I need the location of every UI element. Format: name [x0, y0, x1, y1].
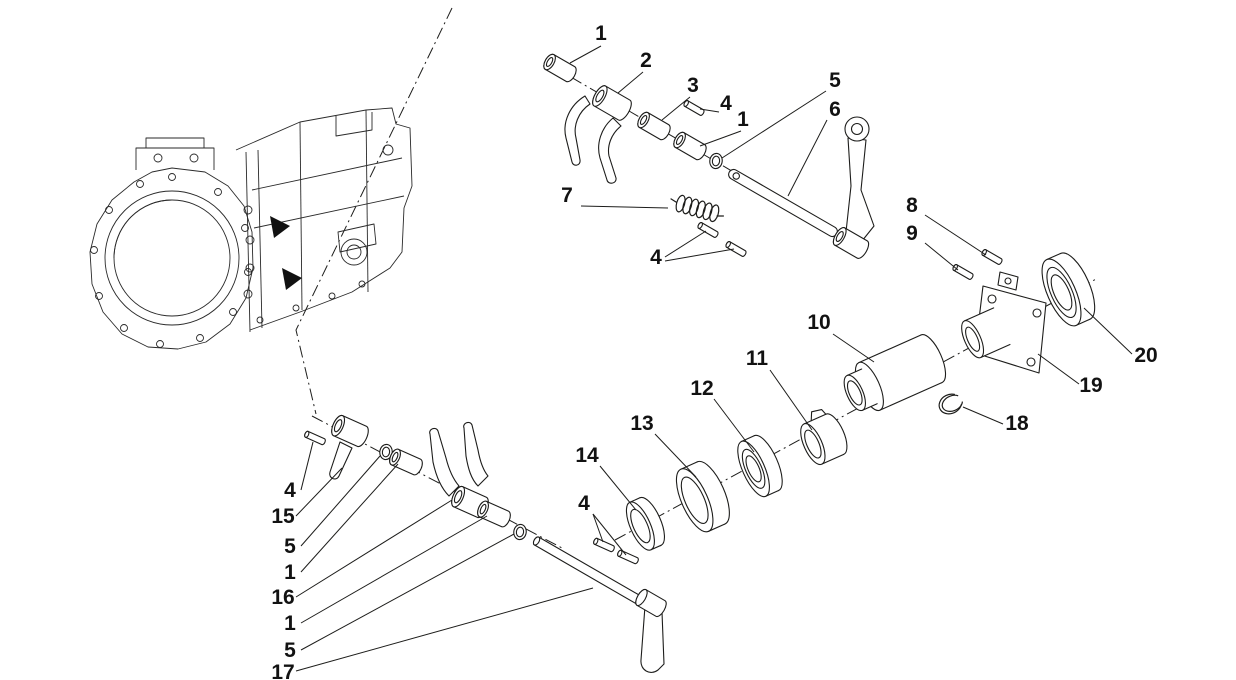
part-7-spring: [670, 194, 724, 223]
callout-part-15: 15: [271, 505, 295, 528]
part-1-bushing-top: [540, 51, 580, 85]
callout-part-9: 9: [906, 222, 918, 245]
callout-part-4-lower: 4: [284, 479, 296, 502]
callout-part-16: 16: [271, 586, 294, 609]
callout-part-5-lower-a: 5: [284, 535, 296, 558]
part-4-pin-lower: [303, 430, 327, 446]
part-4-pin-c: [592, 537, 616, 553]
callout-part-1-upper-b: 1: [737, 108, 749, 131]
part-5-oring-top: [708, 152, 724, 170]
callout-part-5-top: 5: [829, 69, 841, 92]
part-3-bushing: [634, 109, 674, 143]
part-17-shaft: [532, 536, 667, 673]
part-13-ring: [675, 460, 730, 533]
callout-part-8: 8: [906, 194, 918, 217]
callout-part-20: 20: [1134, 344, 1157, 367]
callout-part-5-lower-b: 5: [284, 639, 296, 662]
callout-part-18: 18: [1005, 412, 1029, 435]
release-bearing-assembly: [592, 248, 1096, 565]
callout-part-17: 17: [271, 661, 294, 680]
part-18-snap-ring: [938, 393, 964, 415]
callout-part-7: 7: [561, 184, 573, 207]
callout-part-4-top: 4: [720, 92, 732, 115]
part-1-bushing-lower-b: [474, 498, 514, 530]
callout-part-10: 10: [807, 311, 830, 334]
gearbox-housing: [89, 107, 413, 350]
part-20-bearing-ring: [1041, 252, 1096, 327]
part-4-pin-a: [696, 221, 720, 239]
part-8-pin: [980, 248, 1004, 266]
leader-lines: [295, 45, 1133, 672]
callout-part-11: 11: [746, 347, 769, 370]
callout-part-2: 2: [640, 49, 652, 72]
part-14-seal-ring: [625, 496, 666, 551]
part-2-release-fork: [564, 85, 632, 184]
part-12-bearing: [737, 434, 783, 498]
callout-part-1-top: 1: [595, 22, 607, 45]
lower-fork-assembly: [303, 414, 667, 673]
callout-part-19: 19: [1079, 374, 1102, 397]
part-11-release-bearing: [800, 408, 848, 466]
callout-labels: 1 2 3 4 1 5 6 7 4 8 9 10 11 12 13 14 4 2…: [271, 22, 1157, 680]
part-9-pin: [951, 263, 975, 281]
part-15-lever: [329, 414, 369, 480]
part-19-flange-carrier: [961, 271, 1047, 374]
callout-part-12: 12: [690, 377, 713, 400]
part-10-sleeve: [843, 334, 947, 412]
callout-part-14: 14: [575, 444, 599, 467]
part-6-link-and-lever: [728, 116, 875, 259]
part-1-bushing-upper-b: [670, 129, 710, 163]
callout-part-1-lower-b: 1: [284, 612, 296, 635]
callout-part-4-pins: 4: [650, 246, 662, 269]
callout-part-4-mid: 4: [578, 492, 590, 515]
part-1-bushing-lower-a: [386, 446, 426, 478]
part-4-pin-d: [616, 549, 640, 565]
mounting-position-arrows: [270, 216, 302, 290]
upper-fork-assembly: [540, 51, 875, 259]
part-4-pin-top: [682, 99, 706, 117]
callout-part-13: 13: [630, 412, 653, 435]
callout-part-1-lower-a: 1: [284, 561, 296, 584]
part-5-oring-lower-b: [512, 523, 528, 541]
callout-part-6: 6: [829, 98, 841, 121]
part-4-pin-b: [724, 240, 748, 258]
callout-part-3: 3: [687, 74, 699, 97]
